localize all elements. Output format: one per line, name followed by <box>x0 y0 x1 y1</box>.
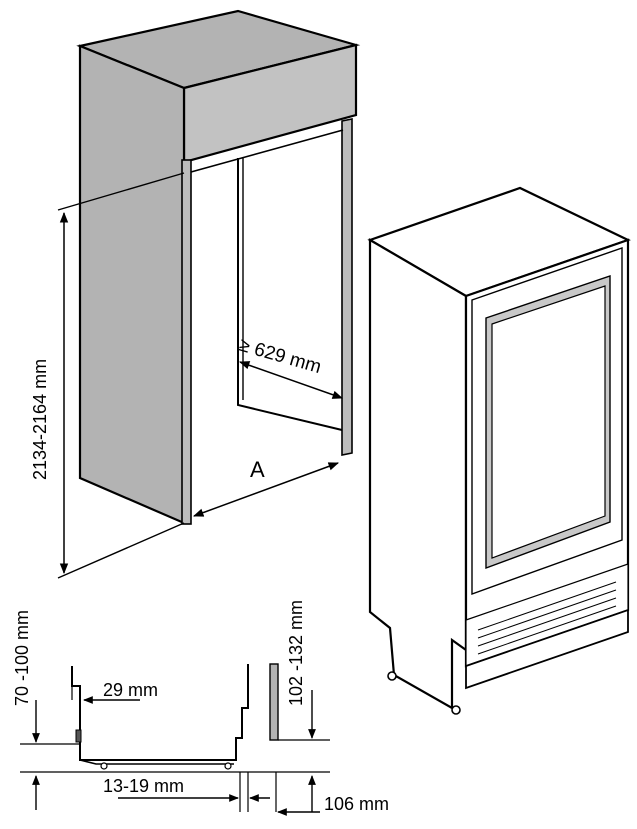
section-plinth <box>79 759 234 765</box>
section-left-wall <box>71 666 230 761</box>
cabinet-left-wall <box>78 44 186 525</box>
width-label: A <box>250 457 265 482</box>
cabinet-right-edge <box>341 118 353 456</box>
foot-left <box>387 671 397 681</box>
glass-inner <box>491 285 606 559</box>
width-arrow <box>193 462 339 517</box>
niche-back-frame <box>237 158 343 431</box>
depth-dimension: ≥ 629 mm <box>237 335 343 399</box>
niche-back-top <box>190 129 344 173</box>
top-gap-dimension: 70 -100 mm <box>12 610 40 743</box>
appliance <box>367 186 631 715</box>
height-label: 2134-2164 mm <box>30 359 50 480</box>
height-dimension: 2134-2164 mm <box>30 172 185 579</box>
section-right-profile <box>230 664 249 761</box>
cabinet-left-edge <box>181 159 192 525</box>
right-gap-dimension: 102 -132 mm <box>286 600 316 812</box>
niche-cabinet <box>76 9 361 525</box>
top-gap-label: 70 -100 mm <box>12 610 32 706</box>
section-left-block <box>75 729 82 743</box>
top-offset-label: 29 mm <box>103 680 158 700</box>
bottom-depth-dimension: 106 mm <box>277 794 389 816</box>
depth-arrow <box>239 361 343 399</box>
bottom-offset-label: 13-19 mm <box>103 776 184 796</box>
width-dimension: A <box>193 457 339 517</box>
appliance-left-side <box>368 238 468 710</box>
right-gap-label: 102 -132 mm <box>286 600 306 706</box>
depth-label: ≥ 629 mm <box>237 335 324 378</box>
appliance-base <box>465 608 629 690</box>
bottom-offset-dimension: 13-19 mm <box>32 775 270 810</box>
section-right-door <box>269 663 279 741</box>
cross-section <box>20 663 330 812</box>
bottom-depth-label: 106 mm <box>324 794 389 814</box>
top-offset-dimension: 29 mm <box>83 680 158 704</box>
foot-front <box>451 705 461 715</box>
section-foot-1 <box>100 762 108 770</box>
section-foot-2 <box>224 762 232 770</box>
